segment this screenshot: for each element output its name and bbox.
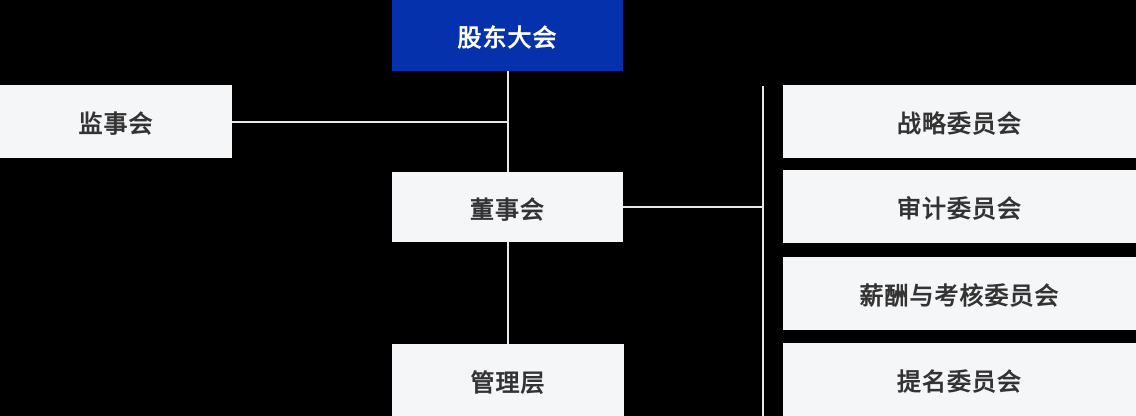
node-remuneration-appraisal-committee: 薪酬与考核委员会 xyxy=(783,257,1136,330)
connector-board-to-committees xyxy=(623,206,763,208)
node-remuneration-appraisal-committee-label: 薪酬与考核委员会 xyxy=(859,283,1060,310)
node-supervisory-board-label: 监事会 xyxy=(78,111,154,138)
node-supervisory-board: 监事会 xyxy=(0,85,232,158)
connector-committees-vertical xyxy=(762,86,764,416)
node-management-label: 管理层 xyxy=(470,369,546,397)
node-nomination-committee: 提名委员会 xyxy=(783,343,1136,416)
node-management: 管理层 xyxy=(392,344,624,416)
node-strategy-committee-label: 战略委员会 xyxy=(897,111,1022,138)
node-nomination-committee-label: 提名委员会 xyxy=(897,369,1022,396)
node-audit-committee: 审计委员会 xyxy=(783,170,1136,243)
node-board-of-directors: 董事会 xyxy=(392,172,623,242)
node-shareholders-meeting: 股东大会 xyxy=(392,0,623,71)
node-strategy-committee: 战略委员会 xyxy=(783,85,1136,158)
connector-supervisory-to-center xyxy=(232,121,508,123)
node-board-of-directors-label: 董事会 xyxy=(470,196,545,224)
node-shareholders-meeting-label: 股东大会 xyxy=(457,25,558,52)
node-audit-committee-label: 审计委员会 xyxy=(897,196,1022,223)
